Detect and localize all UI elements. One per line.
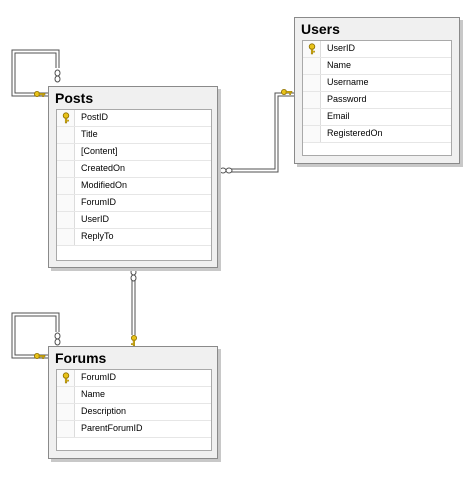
- row-selector: [57, 127, 75, 143]
- column-name: ForumID: [81, 197, 117, 207]
- many-end-symbol: [54, 75, 61, 83]
- row-selector: [303, 92, 321, 108]
- row-selector: [57, 195, 75, 211]
- column-row[interactable]: Email: [303, 109, 451, 126]
- column-grid: UserID Name Username Password Email Regi…: [302, 40, 452, 156]
- column-name: PostID: [81, 112, 109, 122]
- key-end-icon: [130, 334, 138, 347]
- column-row[interactable]: Password: [303, 92, 451, 109]
- column-row[interactable]: Description: [57, 404, 211, 421]
- many-end-symbol: [130, 274, 137, 282]
- primary-key-icon: [62, 112, 70, 124]
- column-row[interactable]: UserID: [57, 212, 211, 229]
- column-row[interactable]: Username: [303, 75, 451, 92]
- column-name: UserID: [327, 43, 356, 53]
- column-row[interactable]: UserID: [303, 41, 451, 58]
- many-end-symbol: [54, 332, 61, 340]
- column-name: Email: [327, 111, 350, 121]
- row-selector: [57, 387, 75, 403]
- column-name: Password: [327, 94, 367, 104]
- column-row[interactable]: ReplyTo: [57, 229, 211, 246]
- posts-users-relationship[interactable]: [219, 89, 294, 174]
- many-end-symbol: [54, 338, 61, 346]
- row-selector: [57, 144, 75, 160]
- posts-table[interactable]: Posts PostID Title [Content]: [48, 86, 218, 268]
- column-name: Description: [81, 406, 127, 416]
- key-end-icon: [280, 89, 293, 96]
- column-row[interactable]: CreatedOn: [57, 161, 211, 178]
- column-row[interactable]: ModifiedOn: [57, 178, 211, 195]
- many-end-symbol: [54, 69, 61, 77]
- row-selector: [57, 421, 75, 437]
- column-name: UserID: [81, 214, 110, 224]
- row-selector: [57, 404, 75, 420]
- column-row[interactable]: Title: [57, 127, 211, 144]
- column-row[interactable]: PostID: [57, 110, 211, 127]
- row-selector: [303, 109, 321, 125]
- column-name: ParentForumID: [81, 423, 143, 433]
- column-name: [Content]: [81, 146, 118, 156]
- column-name: ReplyTo: [81, 231, 114, 241]
- column-name: Username: [327, 77, 369, 87]
- primary-key-icon: [62, 372, 70, 384]
- column-name: RegisteredOn: [327, 128, 383, 138]
- column-grid: ForumID Name Description ParentForumID: [56, 369, 212, 451]
- users-table[interactable]: Users UserID Name Username: [294, 17, 460, 164]
- row-selector: [57, 161, 75, 177]
- table-title: Forums: [55, 350, 107, 366]
- column-row[interactable]: Name: [57, 387, 211, 404]
- column-grid: PostID Title [Content] CreatedOn Modifie…: [56, 109, 212, 261]
- column-name: ForumID: [81, 372, 117, 382]
- row-selector: [303, 126, 321, 142]
- row-selector: [57, 229, 75, 245]
- column-name: Name: [81, 389, 106, 399]
- table-title: Users: [301, 21, 340, 37]
- row-selector: [303, 58, 321, 74]
- many-end-symbol: [225, 167, 233, 174]
- column-row[interactable]: ForumID: [57, 370, 211, 387]
- column-row[interactable]: [Content]: [57, 144, 211, 161]
- column-name: CreatedOn: [81, 163, 126, 173]
- many-end-symbol: [130, 268, 137, 276]
- row-selector: [57, 178, 75, 194]
- column-row[interactable]: RegisteredOn: [303, 126, 451, 143]
- key-end-icon: [34, 91, 46, 98]
- forums-table[interactable]: Forums ForumID Name Description: [48, 346, 218, 459]
- posts-forums-relationship[interactable]: [130, 268, 138, 347]
- many-end-symbol: [219, 167, 227, 174]
- column-row[interactable]: Name: [303, 58, 451, 75]
- key-end-icon: [34, 352, 46, 360]
- row-selector: [303, 75, 321, 91]
- table-title: Posts: [55, 90, 94, 106]
- column-row[interactable]: ParentForumID: [57, 421, 211, 438]
- row-selector: [57, 212, 75, 228]
- column-name: Title: [81, 129, 98, 139]
- column-name: ModifiedOn: [81, 180, 128, 190]
- column-name: Name: [327, 60, 352, 70]
- column-row[interactable]: ForumID: [57, 195, 211, 212]
- primary-key-icon: [308, 43, 316, 55]
